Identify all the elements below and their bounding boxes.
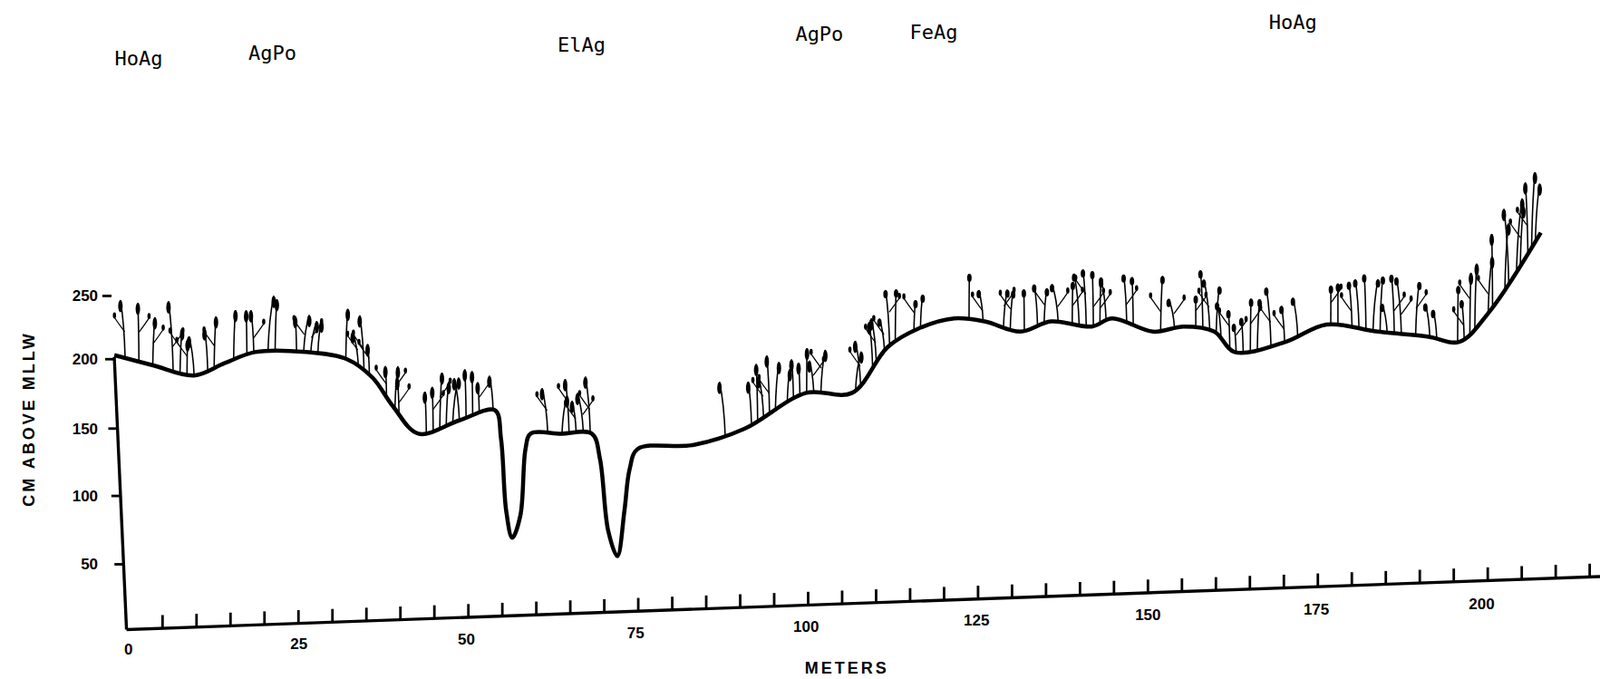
zone-label: HoAg — [1269, 12, 1318, 33]
x-tick — [1384, 571, 1387, 585]
axis-value: 25 — [290, 636, 308, 652]
y-tick — [114, 562, 124, 566]
x-tick — [738, 594, 742, 609]
zone-label: AgPo — [795, 24, 844, 45]
x-tick — [1588, 563, 1591, 578]
x-tick — [1112, 581, 1116, 595]
x-axis — [126, 576, 1600, 631]
x-tick — [1078, 581, 1082, 596]
x-tick — [874, 589, 878, 603]
x-tick — [909, 588, 912, 602]
x-tick — [705, 595, 708, 610]
zone-label: FeAg — [909, 22, 958, 43]
zone-label: HoAg — [115, 48, 164, 69]
axis-value: 100 — [793, 619, 819, 635]
x-tick — [229, 612, 233, 627]
x-tick — [1146, 579, 1150, 593]
x-tick — [1010, 584, 1014, 599]
axis-value: 250 — [72, 288, 98, 304]
x-tick — [1418, 570, 1422, 584]
x-tick — [806, 591, 810, 606]
x-tick — [1248, 575, 1251, 590]
vegetation — [112, 172, 1542, 437]
axis-value: 50 — [457, 630, 476, 647]
axis-value: 150 — [72, 420, 98, 437]
x-tick — [466, 603, 470, 618]
x-tick — [194, 613, 198, 628]
x-tick — [841, 590, 844, 604]
x-tick — [1316, 573, 1319, 588]
x-tick — [1452, 568, 1455, 582]
y-axis — [114, 357, 127, 631]
axis-value: 75 — [627, 624, 645, 640]
x-tick — [161, 614, 165, 629]
axis-value: 150 — [1134, 606, 1161, 622]
x-tick — [330, 609, 334, 623]
x-tick — [433, 605, 437, 620]
x-tick — [534, 601, 538, 616]
x-tick — [977, 585, 980, 600]
x-tick — [1520, 565, 1523, 580]
y-tick — [105, 358, 115, 361]
axis-value: 100 — [72, 488, 98, 505]
axis-value: 200 — [1468, 596, 1494, 612]
axis-value: 125 — [963, 612, 990, 629]
x-tick — [1214, 577, 1218, 592]
zone-label: AgPo — [248, 43, 297, 64]
y-tick — [107, 426, 117, 430]
x-tick — [1180, 578, 1184, 592]
x-tick — [942, 586, 946, 601]
axis-title: METERS — [804, 659, 890, 677]
x-tick — [1350, 572, 1354, 586]
x-tick — [1044, 582, 1048, 597]
marsh-profile — [114, 232, 1542, 557]
x-tick — [398, 606, 402, 621]
axis-title: CM ABOVE MLLW — [20, 330, 38, 506]
x-tick — [1282, 574, 1286, 589]
axis-value: 175 — [1303, 601, 1329, 618]
x-tick — [365, 607, 369, 621]
axis-value: 50 — [80, 556, 98, 573]
axis-value: 0 — [124, 640, 133, 657]
x-tick — [1554, 564, 1558, 579]
axis-value: 200 — [72, 351, 98, 368]
x-tick — [602, 599, 606, 613]
x-tick — [637, 598, 640, 612]
x-tick — [501, 602, 505, 617]
x-tick — [670, 596, 674, 611]
zone-label: ElAg — [557, 35, 606, 56]
x-tick — [262, 610, 266, 625]
y-tick — [111, 494, 121, 498]
y-tick — [102, 294, 112, 298]
x-tick — [569, 600, 573, 614]
x-tick — [773, 592, 776, 607]
x-tick — [1486, 567, 1490, 582]
x-tick — [297, 610, 301, 624]
